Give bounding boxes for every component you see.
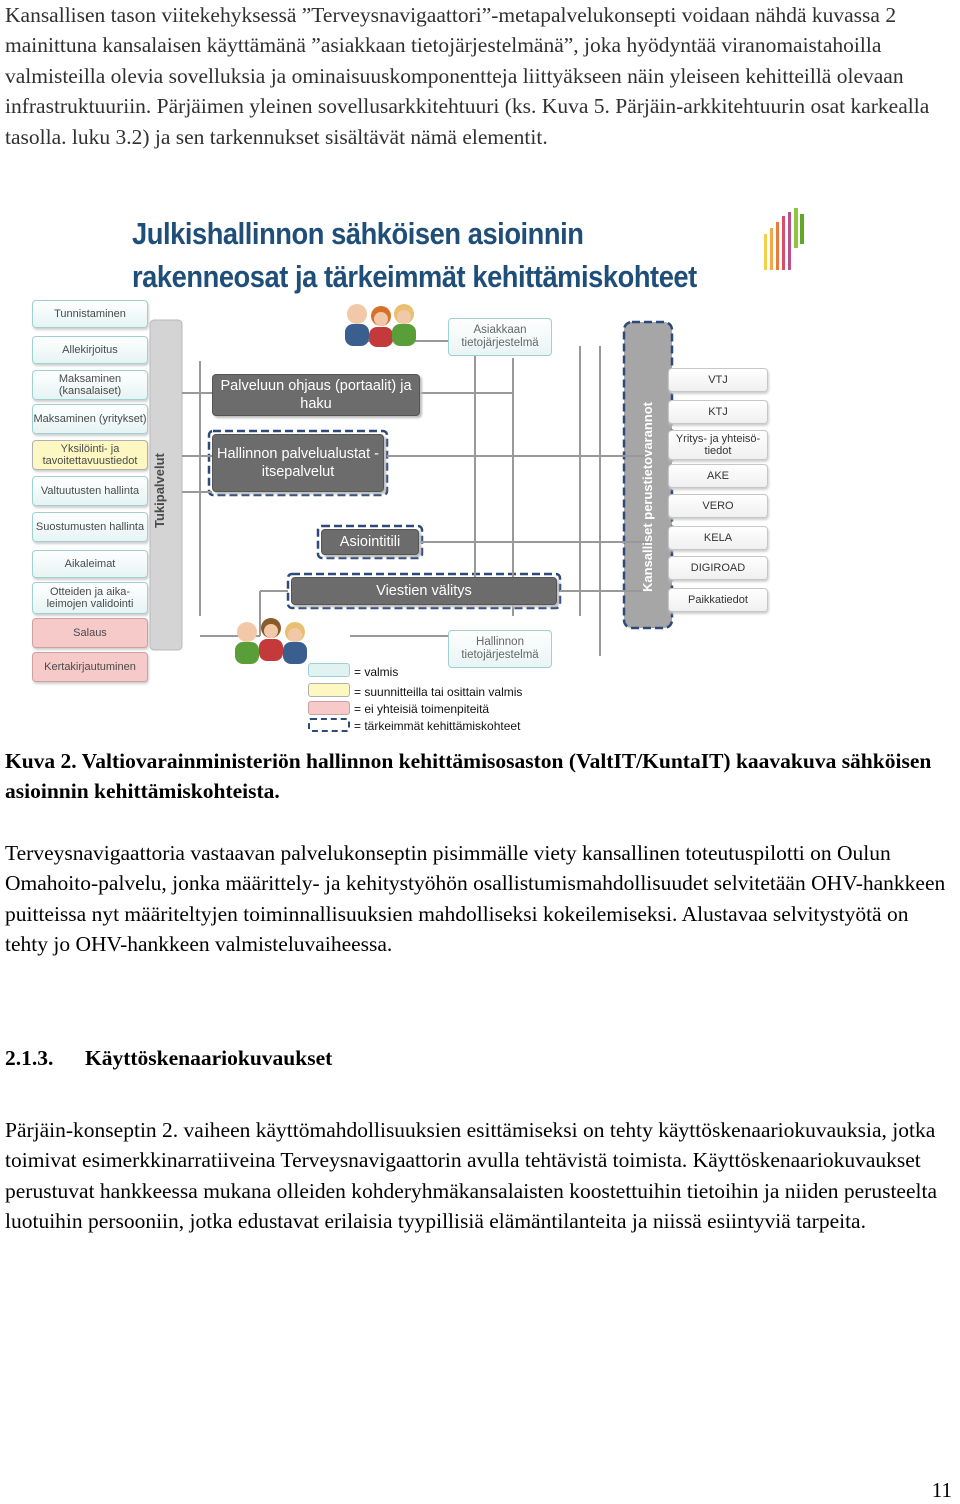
left-item-valtuutusten-hallinta: Valtuutusten hallinta [32, 476, 148, 506]
diagram-title-line-1: Julkishallinnon sähköisen asioinnin [132, 216, 584, 251]
page-number: 11 [931, 1478, 952, 1502]
left-item-otteiden-validointi: Otteiden ja aika-leimojen validointi [32, 582, 148, 614]
transaction-account-box: Asiointitili [321, 529, 419, 555]
left-item-maksaminen-kansalaiset: Maksaminen (kansalaiset) [32, 370, 148, 400]
people-icon-top [345, 304, 416, 347]
architecture-diagram: Julkishallinnon sähköisen asioinnin rake… [0, 196, 960, 746]
support-services-label: Tukipalvelut [152, 453, 167, 528]
legend-swatch-key-target [308, 718, 350, 732]
national-registers-label: Kansalliset perustietovarannot [640, 402, 655, 592]
client-system-box: Asiakkaan tietojärjestelmä [448, 318, 552, 356]
left-item-allekirjoitus: Allekirjoitus [32, 336, 148, 364]
left-item-suostumusten-hallinta: Suostumusten hallinta [32, 512, 148, 542]
admin-platforms-box: Hallinnon palvelualustat - itsepalvelut [212, 434, 384, 492]
section-number: 2.1.3. [5, 1046, 54, 1070]
right-item-ake: AKE [668, 464, 768, 488]
right-item-vtj: VTJ [668, 368, 768, 392]
legend-swatch-no-action [308, 701, 350, 715]
message-relay-box: Viestien välitys [291, 577, 557, 605]
section-title: Käyttöskenaariokuvaukset [85, 1046, 333, 1070]
left-item-yksilointi: Yksilöinti- ja tavoitettavuustiedot [32, 440, 148, 470]
right-item-kela: KELA [668, 526, 768, 550]
left-item-kertakirjautuminen: Kertakirjautuminen [32, 652, 148, 682]
connectors [149, 304, 700, 664]
left-item-maksaminen-yritykset: Maksaminen (yritykset) [32, 404, 148, 434]
diagram-title: Julkishallinnon sähköisen asioinnin rake… [132, 212, 697, 298]
section-heading: 2.1.3. Käyttöskenaariokuvaukset [5, 1046, 332, 1071]
figure-caption: Kuva 2. Valtiovarainministeriön hallinno… [5, 749, 932, 803]
right-item-paikkatiedot: Paikkatiedot [668, 588, 768, 612]
right-item-ktj: KTJ [668, 400, 768, 424]
intro-paragraph: Kansallisen tason viitekehyksessä ”Terve… [5, 3, 930, 149]
left-item-aikaleimat: Aikaleimat [32, 550, 148, 578]
legend-no-action: = ei yhteisiä toimenpiteitä [354, 702, 490, 716]
paragraph-two: Terveysnavigaattoria vastaavan palveluko… [5, 841, 946, 957]
right-item-yritystiedot: Yritys- ja yhteisö-tiedot [668, 430, 768, 460]
legend-key-target: = tärkeimmät kehittämiskohteet [354, 719, 521, 733]
service-guidance-box: Palveluun ohjaus (portaalit) ja haku [212, 374, 420, 416]
legend-swatch-ready [308, 663, 350, 677]
legend-planned: = suunnitteilla tai osittain valmis [354, 685, 523, 699]
logo-bars-icon [764, 208, 804, 270]
admin-system-box: Hallinnon tietojärjestelmä [448, 630, 552, 668]
diagram-title-line-2: rakenneosat ja tärkeimmät kehittämiskoht… [132, 259, 697, 294]
right-item-vero: VERO [668, 494, 768, 518]
legend-swatch-planned [308, 683, 350, 697]
right-item-digiroad: DIGIROAD [668, 556, 768, 580]
people-icon-bottom [235, 618, 307, 664]
paragraph-three: Pärjäin-konseptin 2. vaiheen käyttömahdo… [5, 1118, 938, 1234]
left-item-tunnistaminen: Tunnistaminen [32, 300, 148, 328]
legend-ready: = valmis [354, 665, 399, 679]
left-item-salaus: Salaus [32, 618, 148, 648]
